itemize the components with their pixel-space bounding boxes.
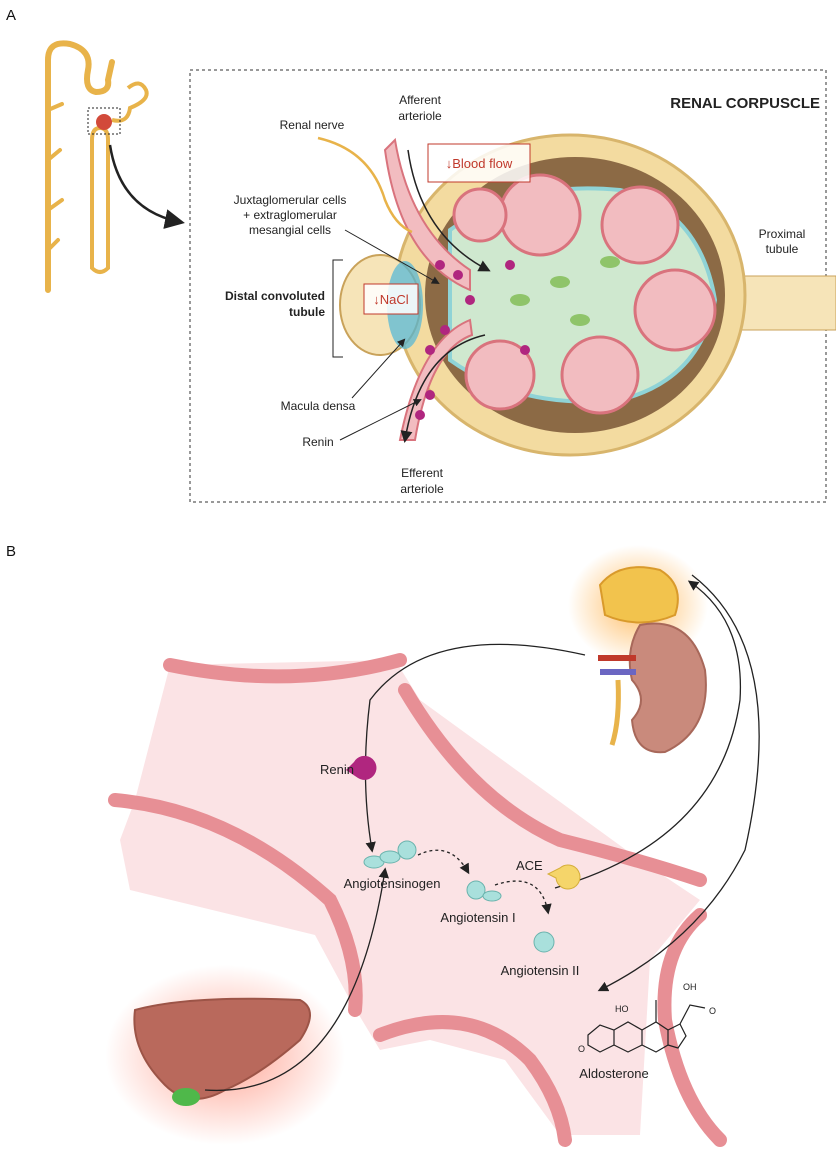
o-left-label: O [578,1044,585,1054]
jg-cells-label-3: mesangial cells [249,223,331,237]
adrenal-gland [600,567,678,622]
kidney-illustration [568,545,708,752]
macula-densa-label: Macula densa [281,399,356,413]
o-right-label: O [709,1006,716,1016]
dct-label-1: Distal convoluted [225,289,325,303]
efferent-label-2: arteriole [400,482,444,496]
renin-label-b: Renin [320,762,354,777]
ho-label: HO [615,1004,629,1014]
jg-cells-label-2: + extraglomerular [243,208,337,222]
angiotensin-ii-molecule [534,932,554,952]
proximal-tubule-label-1: Proximal [759,227,806,241]
oh-top-label: OH [683,982,697,992]
gallbladder [172,1088,200,1106]
nacl-label: ↓NaCl [373,292,409,307]
afferent-label-1: Afferent [399,93,441,107]
efferent-label-1: Efferent [401,466,443,480]
panel-a-label: A [6,7,16,24]
afferent-label-2: arteriole [398,109,442,123]
renal-corpuscle [395,135,836,455]
glomerulus-icon [96,114,112,130]
dct-label-2: tubule [289,305,325,319]
angiotensin-i-label: Angiotensin I [440,910,515,925]
renal-corpuscle-title: RENAL CORPUSCLE [670,95,820,112]
proximal-tubule-label-2: tubule [766,242,799,256]
panel-b-label: B [6,543,16,560]
zoom-arrow [110,145,180,222]
angiotensinogen-label: Angiotensinogen [344,876,441,891]
jg-cells-label-1: Juxtaglomerular cells [234,193,347,207]
renin-label-a: Renin [302,435,333,449]
aldosterone-label: Aldosterone [579,1066,648,1081]
ace-label: ACE [516,858,543,873]
kidney [630,623,706,752]
renal-nerve-label: Renal nerve [280,118,345,132]
angiotensin-ii-label: Angiotensin II [501,963,580,978]
blood-flow-label: ↓Blood flow [446,156,513,171]
nephron-illustration [48,43,180,290]
